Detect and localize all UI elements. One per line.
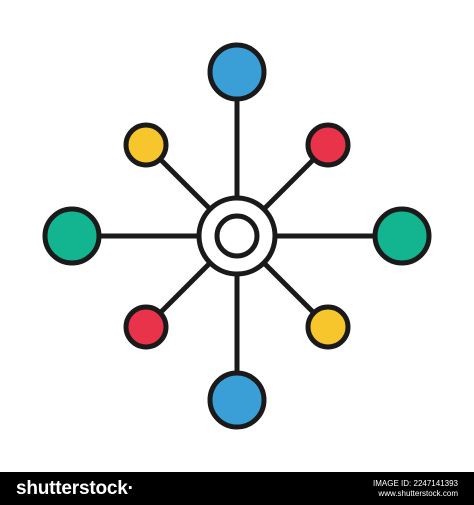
shutterstock-logo: shutterstock· <box>16 478 134 500</box>
node-bottom-right <box>305 304 351 350</box>
node-bottom <box>207 370 267 430</box>
image-id-text: IMAGE ID: 2247141393 <box>373 479 458 488</box>
node-left <box>42 206 102 266</box>
footer-bar: shutterstock· IMAGE ID: 2247141393 www.s… <box>0 472 474 505</box>
image-id-block: IMAGE ID: 2247141393 www.shutterstock.co… <box>373 479 458 499</box>
logo-text: shutterstock <box>16 478 128 499</box>
site-url: www.shutterstock.com <box>378 489 458 498</box>
logo-suffix: · <box>127 478 134 499</box>
node-top-left <box>123 122 169 168</box>
center-hub-inner <box>214 213 260 259</box>
node-bottom-left <box>123 304 169 350</box>
node-right <box>372 206 432 266</box>
network-diagram <box>42 42 432 430</box>
node-top <box>207 42 267 102</box>
node-top-right <box>305 122 351 168</box>
